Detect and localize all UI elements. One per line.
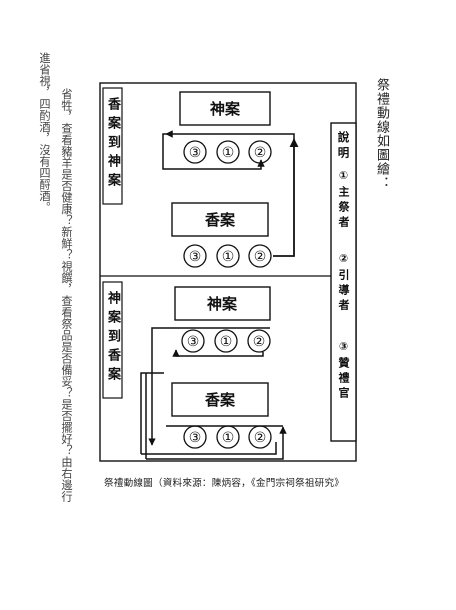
bottom-side-label: 神案到香案 bbox=[105, 290, 122, 386]
bottom-incense-table bbox=[171, 382, 269, 417]
position-label: ② bbox=[254, 430, 267, 446]
bottom-flow-path bbox=[140, 327, 287, 460]
legend-item-1: ①主祭者 bbox=[337, 169, 351, 231]
position-label: ② bbox=[254, 249, 267, 265]
top-incense-label: 香案 bbox=[205, 211, 236, 229]
legend-box bbox=[330, 122, 357, 442]
bottom-altar-table bbox=[174, 286, 271, 321]
body-text-column-2: 進省視，四酌酒，沒有四酹酒。 bbox=[38, 52, 51, 213]
heading: 祭禮動線如圖繪： bbox=[374, 78, 389, 190]
position-label: ③ bbox=[187, 334, 200, 350]
legend-title: 說明 bbox=[337, 130, 351, 162]
position-circle bbox=[181, 329, 205, 353]
legend-item-2: ②引導者 bbox=[337, 252, 351, 314]
bottom-side-label-box bbox=[102, 281, 123, 399]
position-label: ① bbox=[222, 145, 235, 161]
position-label: ③ bbox=[189, 430, 202, 446]
top-side-label: 香案到神案 bbox=[105, 96, 122, 192]
figure-caption: 祭禮動線圖（資料來源：陳炳容，《金門宗祠祭祖研究》 bbox=[104, 478, 345, 489]
bottom-position-row-1: ③ ① ② bbox=[181, 329, 271, 353]
body-text-column-1: 省牲，查看豬羊是否健康？新鮮？視饌，查看祭品是否備妥？是否擺好？由右邊行 bbox=[60, 88, 73, 502]
top-altar-label: 神案 bbox=[210, 100, 241, 118]
position-label: ② bbox=[253, 334, 266, 350]
position-circle bbox=[183, 244, 207, 268]
bottom-position-row-2: ③ ① ② bbox=[183, 425, 272, 449]
legend-item-3: ③贊禮官 bbox=[337, 340, 350, 402]
top-flow-path bbox=[162, 130, 299, 257]
top-altar-table bbox=[179, 91, 271, 126]
legend: 說明 ①主祭者 ②引導者 ③贊禮官 bbox=[337, 130, 351, 402]
top-section: 香案到神案 神案 ③ ① ② 香案 ③ ① ② bbox=[102, 87, 299, 268]
position-circle bbox=[247, 329, 271, 353]
position-circle bbox=[248, 244, 272, 268]
top-position-row-2: ③ ① ② bbox=[183, 244, 272, 268]
position-circle bbox=[214, 329, 238, 353]
position-label: ① bbox=[222, 430, 235, 446]
bottom-incense-label: 香案 bbox=[205, 391, 236, 409]
position-label: ③ bbox=[189, 145, 202, 161]
top-position-row-1: ③ ① ② bbox=[183, 140, 272, 164]
position-label: ① bbox=[222, 249, 235, 265]
position-circle bbox=[216, 244, 240, 268]
position-label: ③ bbox=[189, 249, 202, 265]
position-circle bbox=[216, 140, 240, 164]
top-side-label-box bbox=[102, 87, 123, 205]
bottom-altar-label: 神案 bbox=[207, 295, 238, 313]
position-circle bbox=[183, 140, 207, 164]
bottom-section: 神案到香案 神案 ③ ① ② 香案 ③ ① ② bbox=[102, 281, 287, 460]
position-label: ② bbox=[254, 145, 267, 161]
top-incense-table bbox=[171, 202, 269, 237]
position-label: ① bbox=[220, 334, 233, 350]
